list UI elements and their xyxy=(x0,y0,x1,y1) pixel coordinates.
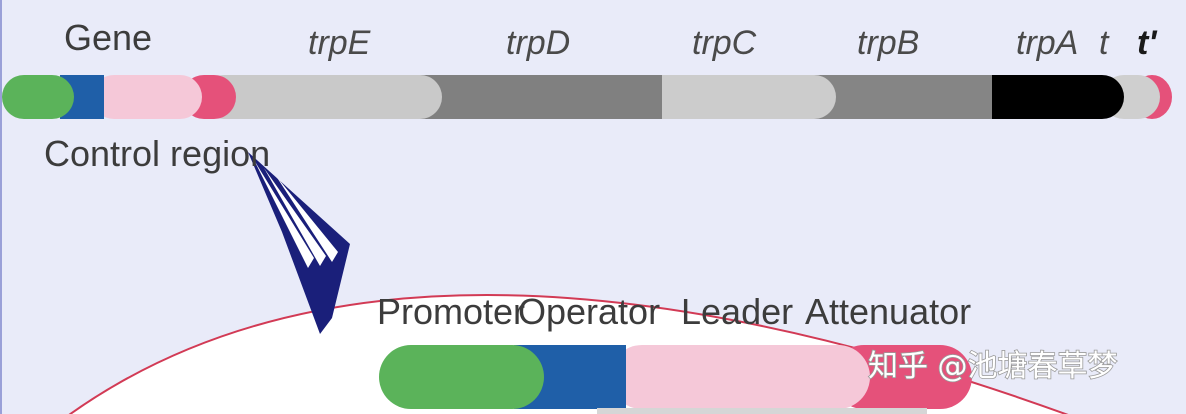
segment-leader xyxy=(92,75,202,119)
label-attenuator: Attenuator xyxy=(805,291,971,332)
segment-trpC xyxy=(630,75,836,119)
label-trpB: trpB xyxy=(857,24,919,62)
label-trpE: trpE xyxy=(308,24,371,62)
segment-promoter xyxy=(2,75,74,119)
watermark: 知乎 @池塘春草梦 xyxy=(868,349,1118,384)
gene-bar xyxy=(2,75,1172,119)
zoom-segment-promoter xyxy=(379,345,544,409)
segment-trpA xyxy=(964,75,1124,119)
label-t-prime: t' xyxy=(1137,24,1158,62)
label-operator: Operator xyxy=(518,291,660,332)
zoom-arrow xyxy=(248,152,350,334)
label-t: t xyxy=(1099,24,1110,62)
label-gene: Gene xyxy=(64,17,152,58)
label-trpC: trpC xyxy=(692,24,757,62)
control-region-bar xyxy=(379,345,972,414)
zoom-bar-shadow xyxy=(597,408,927,414)
zoom-segment-attenuator xyxy=(832,345,972,409)
label-promoter: Promoter xyxy=(377,291,525,332)
zoom-segment-leader xyxy=(610,345,870,409)
segment-trpE xyxy=(202,75,442,119)
segment-trpD xyxy=(412,75,662,119)
label-trpD: trpD xyxy=(506,24,570,62)
label-leader: Leader xyxy=(681,291,793,332)
label-trpA: trpA xyxy=(1016,24,1078,62)
label-control-region: Control region xyxy=(44,133,270,174)
